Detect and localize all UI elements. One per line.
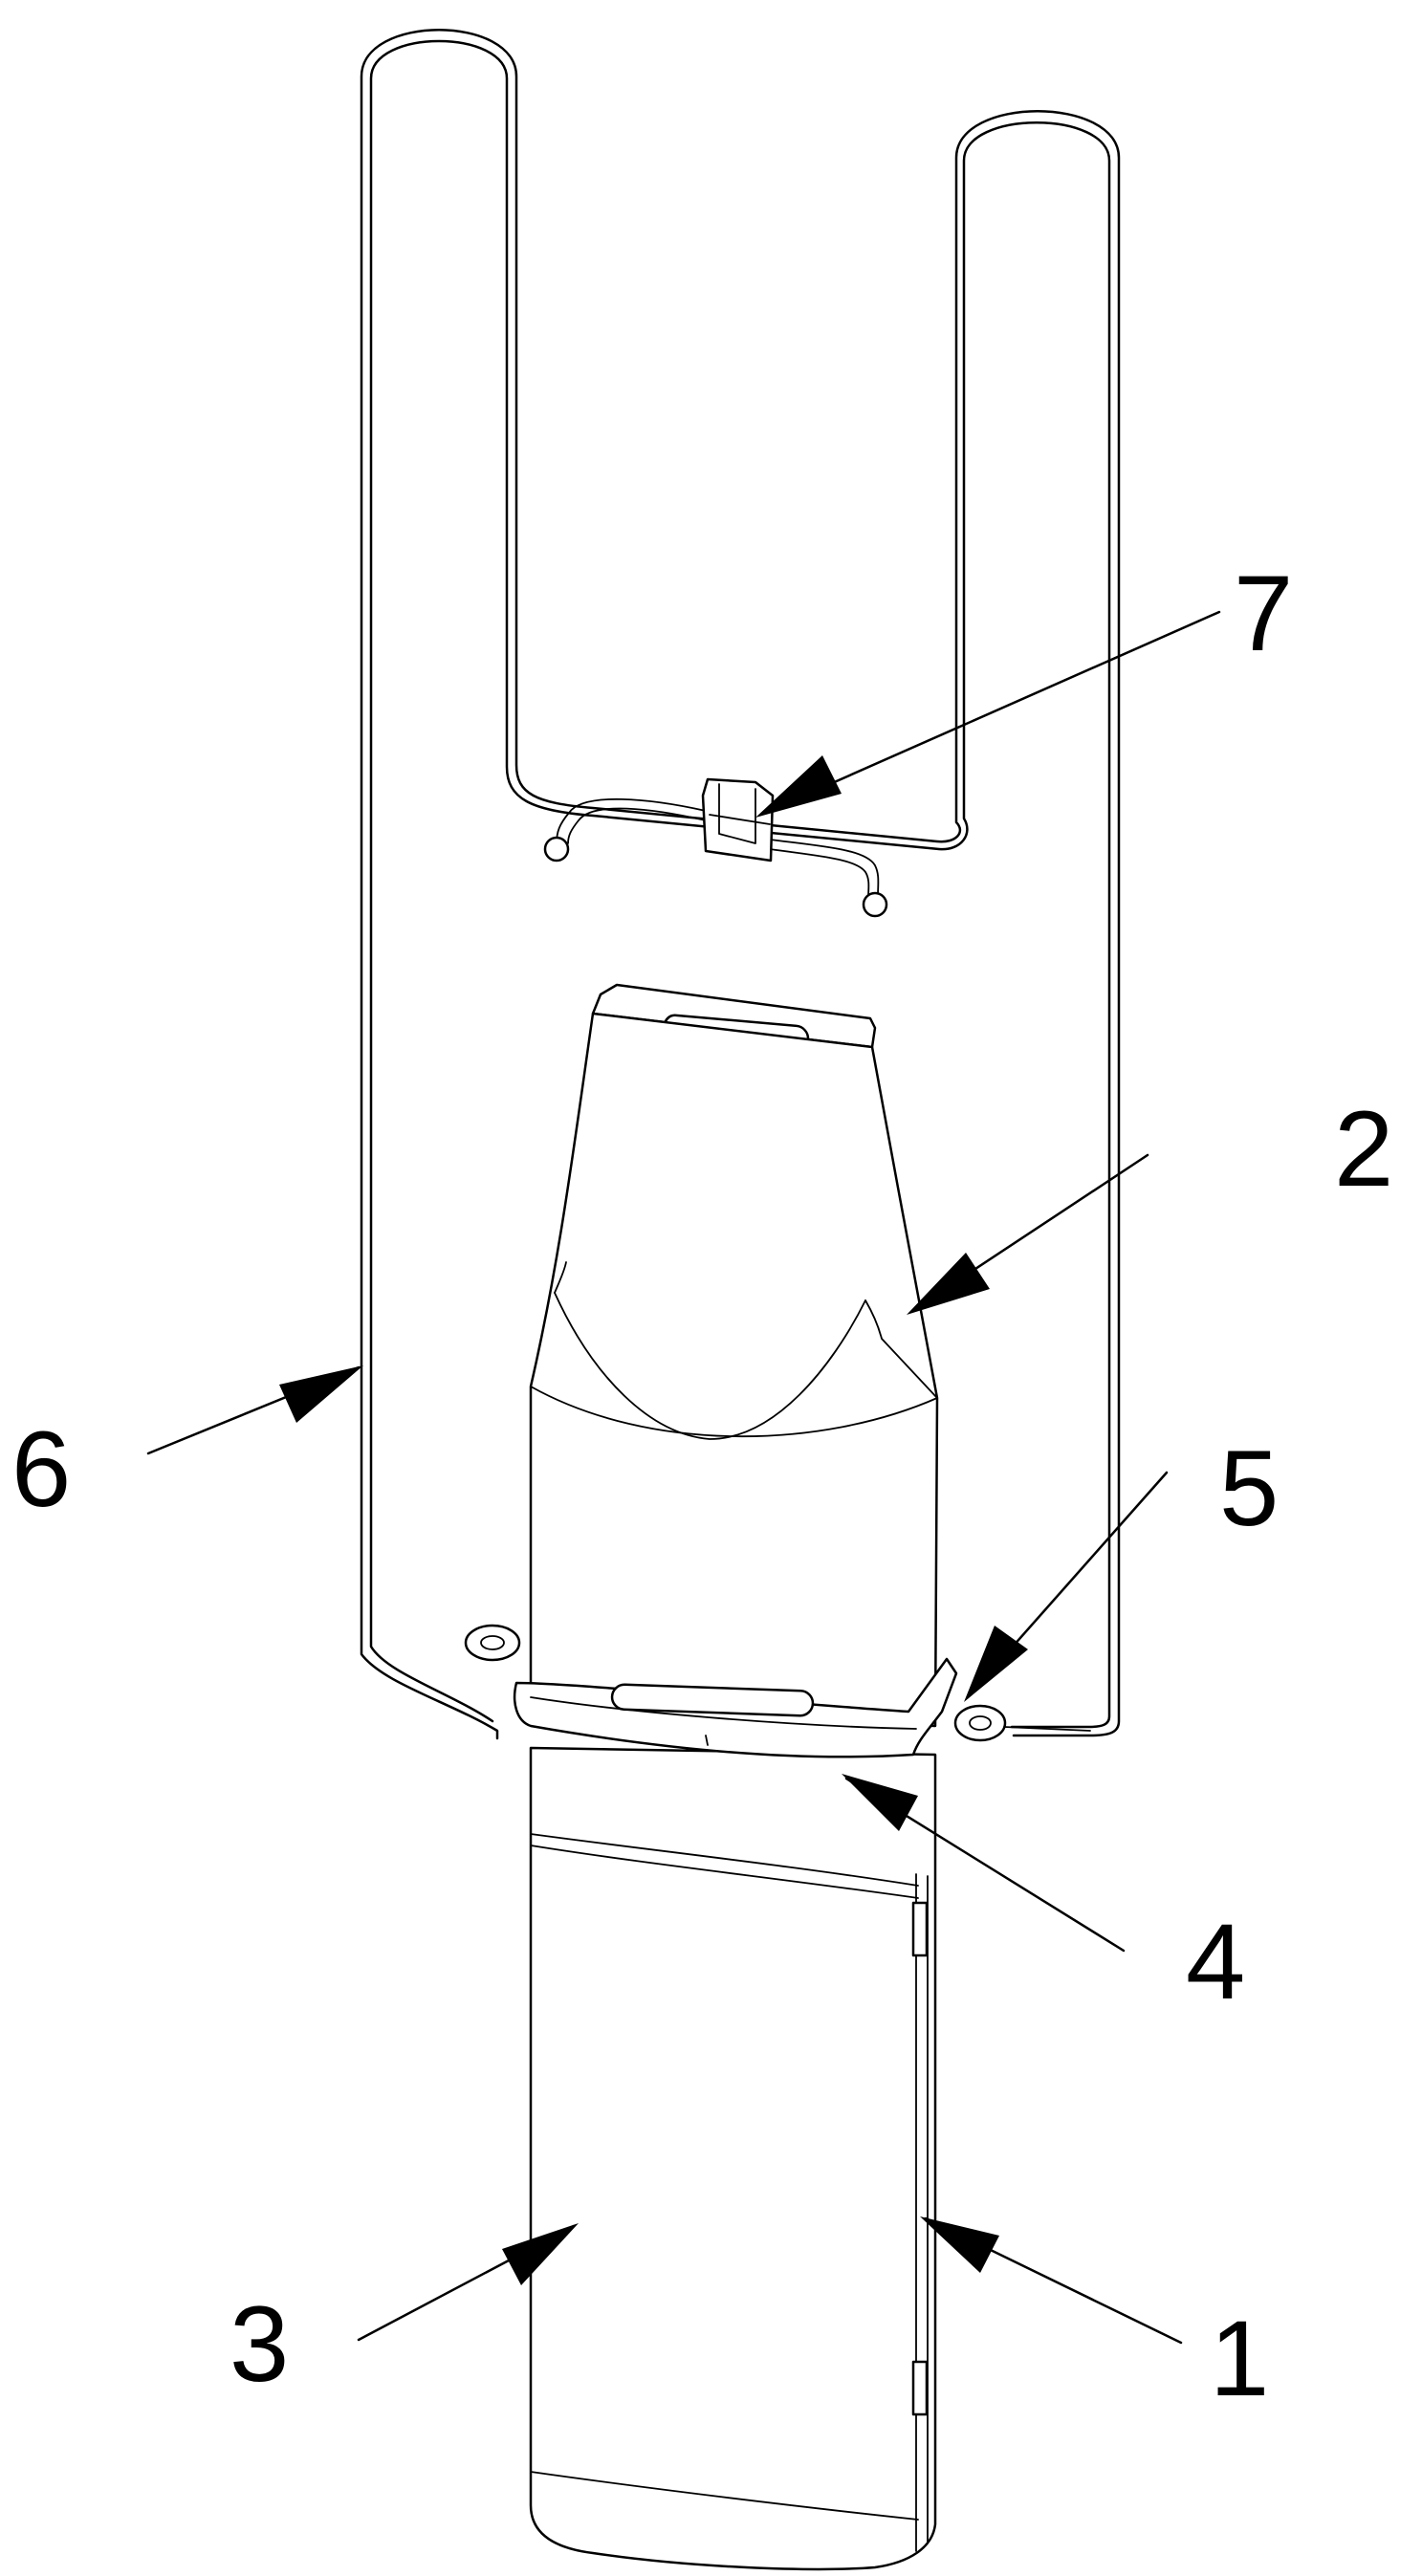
collar-band-slot [612,1684,814,1715]
lower-body-outline [531,1748,935,2569]
label-2: 2 [1334,1089,1393,1209]
side-rail-tab-top [913,1903,927,1955]
side-rail-tab-bottom [913,2362,927,2414]
clip [545,779,886,916]
clip-wire-left-2 [568,808,706,843]
arrowhead-5 [964,1626,1028,1702]
clip-knob-right [864,893,886,916]
upper-cap [531,985,937,1726]
label-6: 6 [11,1409,71,1529]
ring-link-right-outer [955,1706,1005,1740]
clip-knob-left [545,838,568,861]
ring-link-left-outer [466,1626,519,1660]
label-3: 3 [230,2284,289,2404]
arrowhead-2 [907,1253,990,1315]
cap-body [531,1014,937,1726]
label-5: 5 [1219,1429,1279,1548]
label-1: 1 [1210,2299,1269,2418]
label-4: 4 [1186,1902,1245,2021]
label-7: 7 [1234,554,1293,673]
lower-body [531,1748,935,2569]
arrowhead-7 [755,755,842,818]
clip-wire-right-2 [770,849,868,897]
arrowhead-6 [279,1365,363,1423]
